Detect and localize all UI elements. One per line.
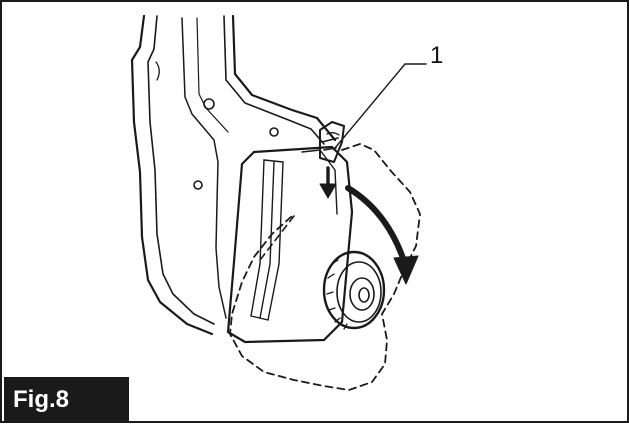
detached-part-outline: [229, 143, 421, 391]
callout-leader-line: [334, 63, 427, 149]
callout-number-1: 1: [430, 42, 444, 69]
battery-pack: [226, 145, 354, 344]
tool-housing: [130, 14, 337, 336]
latch-lever: [319, 121, 345, 163]
figure-label: Fig.8: [4, 377, 129, 423]
knob: [322, 250, 386, 330]
removal-arrow: [345, 185, 408, 267]
